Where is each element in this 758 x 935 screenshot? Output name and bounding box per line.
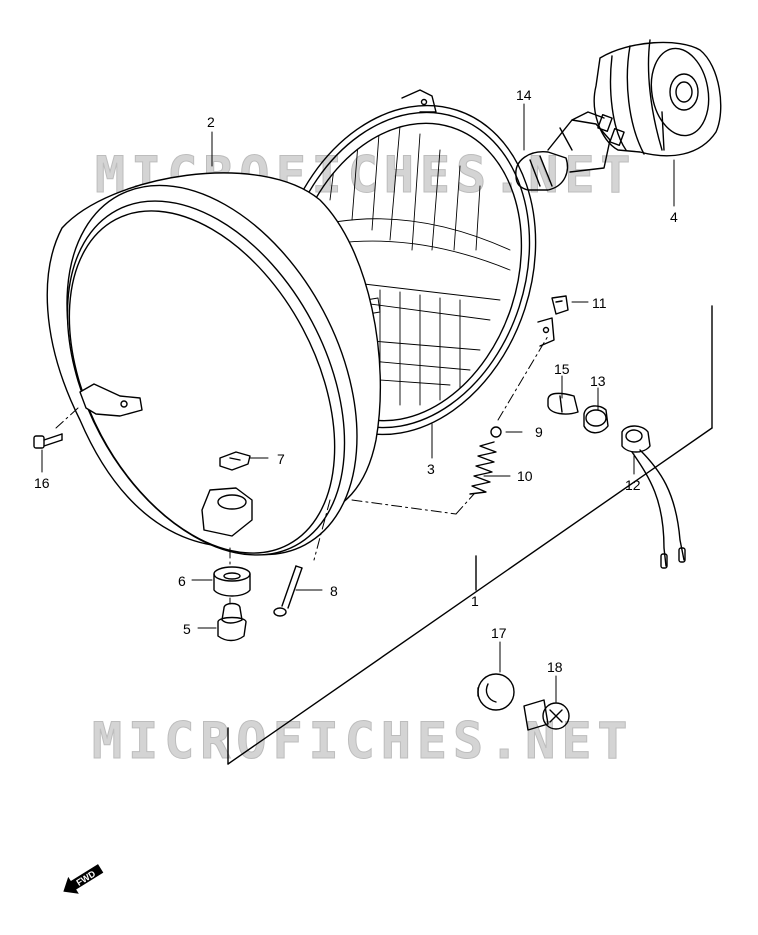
socket-harness <box>621 425 686 569</box>
collar-part-5 <box>217 602 247 642</box>
nut-part-9 <box>490 426 502 438</box>
spring-part-10 <box>469 441 497 495</box>
bolt-part-18 <box>523 699 570 731</box>
fwd-arrow-icon: FWD <box>63 864 104 894</box>
label-part-13: 13 <box>590 373 606 389</box>
label-part-15: 15 <box>554 361 570 377</box>
label-part-12: 12 <box>625 477 641 493</box>
bulb-socket <box>583 405 609 434</box>
watermark-bottom: MICROFICHES.NET <box>92 712 634 770</box>
label-part-4: 4 <box>670 209 678 225</box>
clip-part-11 <box>551 295 569 315</box>
label-part-8: 8 <box>330 583 338 599</box>
bulb <box>515 111 625 191</box>
label-part-6: 6 <box>178 573 186 589</box>
washer-part-17 <box>477 673 515 711</box>
label-part-3: 3 <box>427 461 435 477</box>
headlight-rim <box>46 172 381 556</box>
label-part-1: 1 <box>471 593 479 609</box>
socket-cover <box>593 39 722 157</box>
label-part-14: 14 <box>516 87 532 103</box>
label-part-10: 10 <box>517 468 533 484</box>
grommet-part-6 <box>213 566 251 597</box>
bolt-part-16 <box>33 433 63 449</box>
label-part-16: 16 <box>34 475 50 491</box>
label-part-18: 18 <box>547 659 563 675</box>
label-part-2: 2 <box>207 114 215 130</box>
small-bulb <box>547 392 579 415</box>
label-part-9: 9 <box>535 424 543 440</box>
clip-nut-part-7 <box>219 451 251 471</box>
screw-part-8 <box>273 565 303 617</box>
part-labels: 1 2 3 4 5 6 7 8 9 10 11 12 13 14 15 16 1… <box>34 87 678 675</box>
label-part-11: 11 <box>592 295 607 311</box>
label-part-5: 5 <box>183 621 191 637</box>
label-part-7: 7 <box>277 451 285 467</box>
assembly-bracket-line <box>227 305 713 765</box>
leader-lines <box>41 103 675 703</box>
guide-lines <box>55 335 549 605</box>
label-part-17: 17 <box>491 625 507 641</box>
